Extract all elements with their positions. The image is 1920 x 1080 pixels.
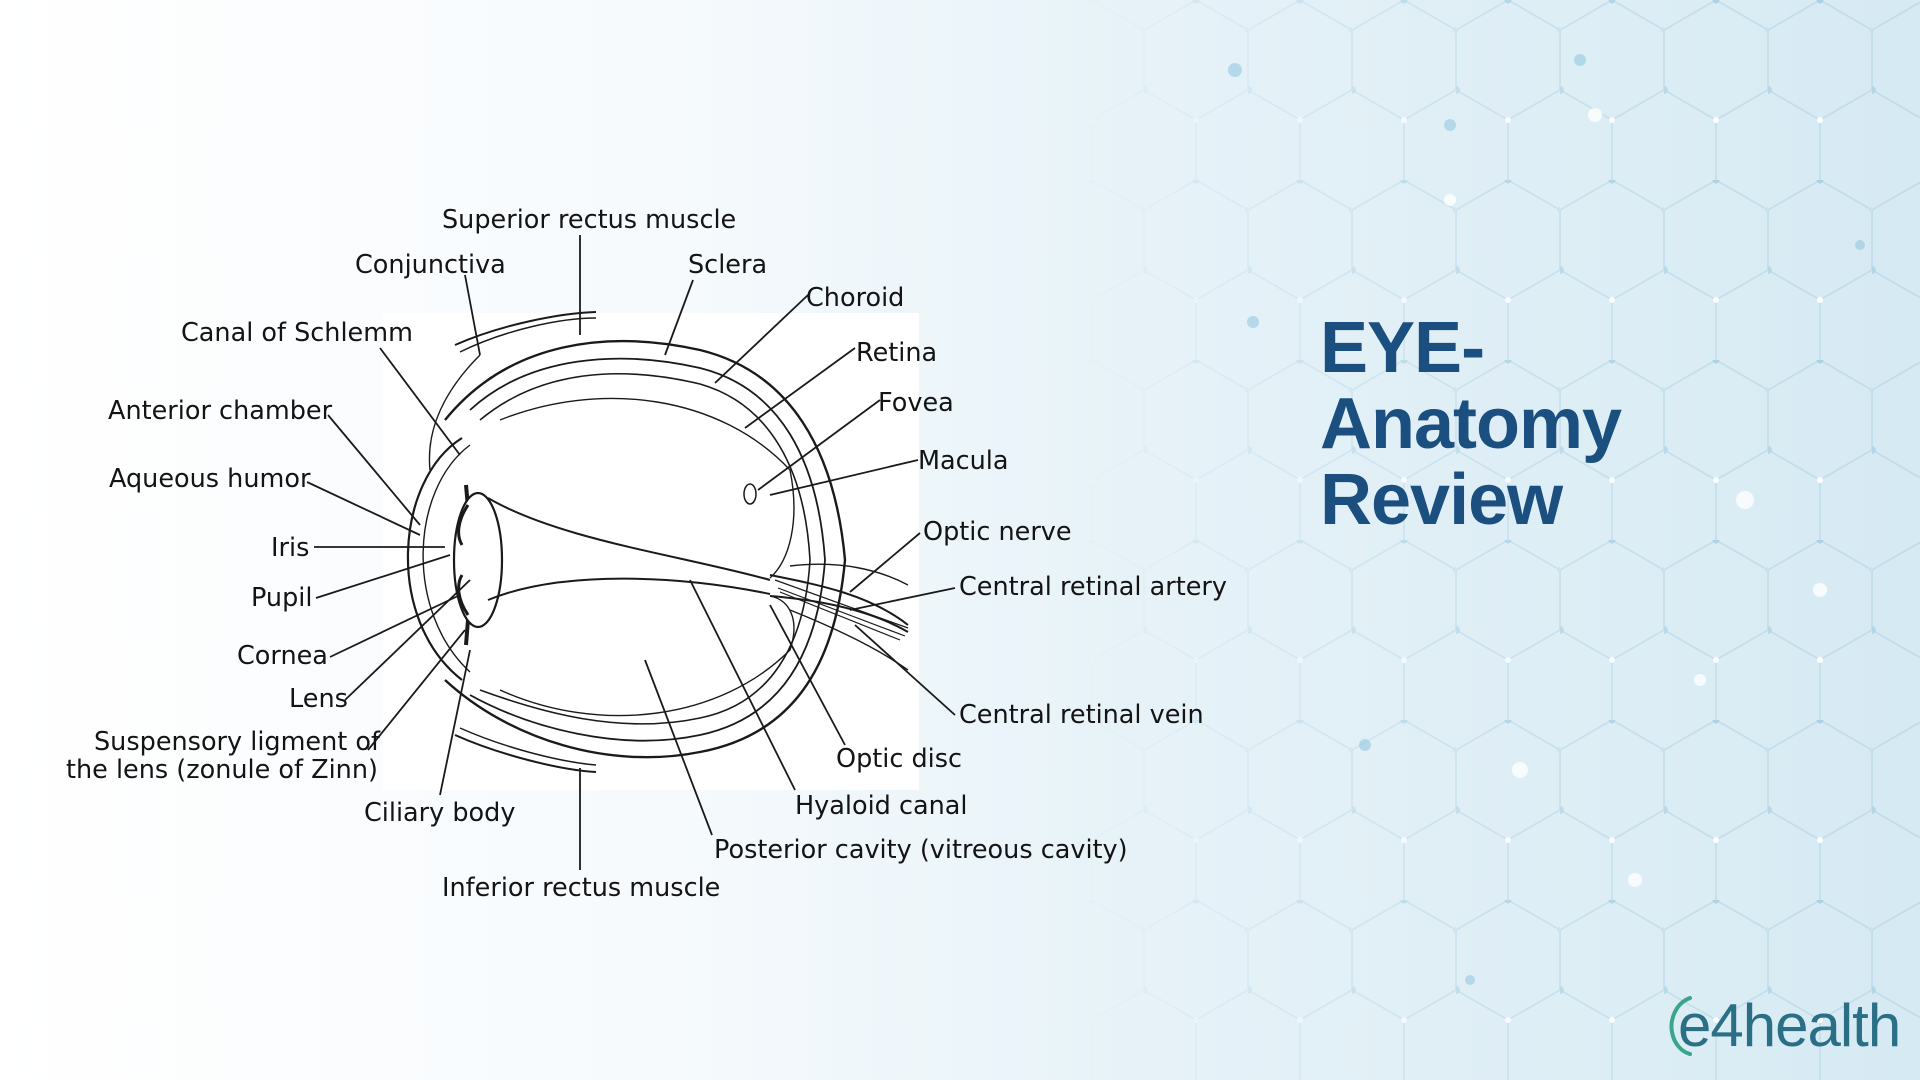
label-fovea: Fovea	[878, 388, 954, 418]
diagram-labels: Superior rectus muscle Conjunctiva Scler…	[66, 205, 1227, 903]
label-iris: Iris	[271, 533, 309, 563]
label-retina: Retina	[856, 338, 937, 368]
title-line-1: EYE-	[1320, 308, 1485, 388]
label-suspensory-ligament-line2: the lens (zonule of Zinn)	[66, 755, 378, 785]
label-central-retinal-artery: Central retinal artery	[959, 572, 1227, 602]
logo-text: e4health	[1678, 991, 1901, 1059]
label-choroid: Choroid	[806, 283, 904, 313]
leader-lines	[306, 235, 956, 870]
label-inferior-rectus-muscle: Inferior rectus muscle	[442, 873, 720, 903]
label-suspensory-ligament-line1: Suspensory ligment of	[94, 727, 381, 757]
logo-arc-icon	[1669, 996, 1692, 1056]
title-line-2: Anatomy	[1320, 384, 1622, 464]
eye-cross-section	[406, 311, 909, 773]
label-anterior-chamber: Anterior chamber	[108, 396, 333, 426]
label-optic-nerve: Optic nerve	[923, 517, 1072, 547]
label-lens: Lens	[289, 684, 348, 714]
slide-title: EYE- Anatomy Review	[1320, 308, 1622, 540]
label-aqueous-humor: Aqueous humor	[109, 464, 311, 494]
label-posterior-cavity: Posterior cavity (vitreous cavity)	[714, 835, 1128, 865]
label-cornea: Cornea	[237, 641, 328, 671]
label-ciliary-body: Ciliary body	[364, 798, 515, 828]
label-hyaloid-canal: Hyaloid canal	[795, 791, 967, 821]
title-line-3: Review	[1320, 460, 1563, 540]
label-sclera: Sclera	[688, 250, 767, 280]
label-superior-rectus-muscle: Superior rectus muscle	[442, 205, 736, 235]
label-macula: Macula	[918, 446, 1009, 476]
label-canal-of-schlemm: Canal of Schlemm	[181, 318, 413, 348]
label-optic-disc: Optic disc	[836, 744, 962, 774]
label-pupil: Pupil	[251, 583, 312, 613]
e4health-logo: e4health	[1668, 990, 1901, 1060]
label-conjunctiva: Conjunctiva	[355, 250, 506, 280]
label-central-retinal-vein: Central retinal vein	[959, 700, 1204, 730]
